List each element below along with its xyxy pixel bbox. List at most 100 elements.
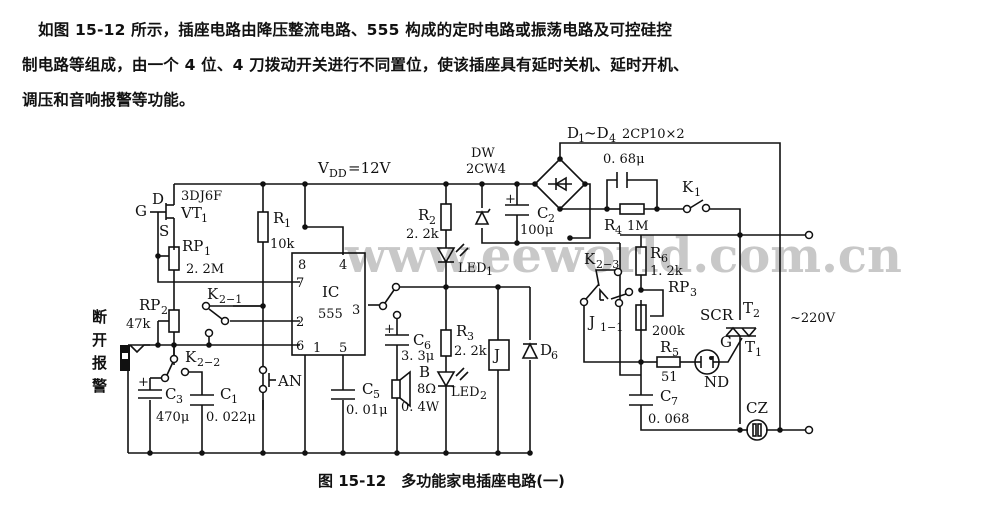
c7-capacitor: C 7 0. 068: [629, 387, 689, 427]
wires: [127, 142, 806, 454]
rp2-value: 47k: [126, 317, 151, 332]
r4-value: 1M: [627, 219, 649, 234]
ic-pin-1: 1: [313, 341, 321, 356]
c-068-capacitor: 0. 68μ: [603, 152, 645, 188]
rp2-name: RP: [139, 296, 160, 314]
r2-name: R: [418, 206, 430, 224]
ic-pin-3: 3: [352, 303, 360, 318]
ic-pin-5: 5: [339, 341, 347, 356]
k2-2-sub: 2−2: [197, 356, 220, 369]
r5-resistor: R 5 51: [656, 338, 681, 385]
bridge-sub2: 4: [609, 132, 616, 145]
bridge-rectifier: D 1 ~D 4 2CP10×2: [548, 124, 685, 192]
vt1-type: 3DJ6F: [181, 189, 222, 204]
k2-3-name: K: [584, 250, 596, 268]
r1-name: R: [273, 209, 285, 227]
c5-capacitor: C 5 0. 01μ: [331, 380, 388, 418]
k2-2-name: K: [185, 348, 197, 366]
c2-polarity: +: [505, 192, 516, 207]
k2-1-switch: K 2−1: [201, 285, 263, 345]
c7-sub: 7: [671, 395, 678, 408]
vt1-gate-label: G: [135, 202, 147, 220]
j1-1-name: J: [587, 313, 595, 331]
c3-capacitor: + C 3 470μ: [138, 375, 189, 425]
nd-label: ND: [704, 373, 729, 391]
alarm-label-2: 开: [92, 331, 107, 349]
ic-pin-6: 6: [296, 339, 304, 354]
dw-name: DW: [471, 146, 495, 161]
cz-label: CZ: [746, 399, 768, 417]
c5-sub: 5: [373, 388, 380, 401]
r6-name: R: [650, 244, 662, 262]
scr-t1-sub: 1: [755, 346, 762, 359]
rp3-sub: 3: [690, 286, 697, 299]
c1-name: C: [220, 385, 231, 403]
c3-polarity: +: [138, 375, 149, 390]
ic-555: 8 4 7 2 6 1 5 3 IC 555: [291, 252, 366, 356]
k2-1-sub: 2−1: [219, 293, 242, 306]
relay-j: J: [488, 339, 510, 371]
j1-1-contact: J 1−1: [587, 287, 634, 334]
scr-t1: T: [745, 338, 755, 356]
rp2-sub: 2: [161, 304, 168, 317]
c6-value: 3. 3μ: [401, 349, 434, 364]
d6-diode: D 6: [521, 341, 558, 362]
k1-sub: 1: [694, 186, 701, 199]
ic-pin-7: 7: [296, 276, 304, 291]
scr-gate: G: [720, 333, 732, 351]
vdd-value: =12V: [348, 159, 392, 177]
alarm-jack: [120, 344, 150, 371]
c7-name: C: [660, 387, 671, 405]
j1-1-sub: 1−1: [600, 321, 623, 334]
r2-resistor: R 2 2. 2k: [406, 203, 452, 242]
mains-label: ~220V: [790, 311, 836, 326]
ic-type: 555: [318, 307, 343, 322]
c1-value: 0. 022μ: [206, 410, 256, 425]
dw-type: 2CW4: [466, 162, 506, 177]
speaker-power: 0. 4W: [401, 400, 440, 415]
c2-capacitor: + C 2 100μ: [505, 192, 555, 238]
c2-value: 100μ: [520, 223, 553, 238]
c6-capacitor: + C 6 3. 3μ: [384, 322, 434, 364]
speaker-name: B: [419, 363, 430, 381]
k2-3-switch: K 2−3: [579, 250, 623, 307]
speaker-icon: B 8Ω 0. 4W: [391, 363, 440, 415]
led2-sub: 2: [480, 389, 487, 402]
c3-value: 470μ: [156, 410, 189, 425]
c6-name: C: [413, 331, 424, 349]
r6-sub: 6: [661, 252, 668, 265]
description-line-3: 调压和音响报警等功能。: [22, 91, 195, 109]
c3-name: C: [165, 385, 176, 403]
k1-switch: K 1: [682, 178, 711, 214]
k2-1-name: K: [207, 285, 219, 303]
ic-pin-8: 8: [298, 258, 306, 273]
bridge-type: 2CP10×2: [622, 127, 685, 142]
ic-pin-4: 4: [339, 258, 347, 273]
r2-sub: 2: [429, 214, 436, 227]
rp1-sub: 1: [204, 245, 211, 258]
scr-triac: SCR T 2 T 1 G: [700, 299, 762, 359]
rp3-value: 200k: [652, 324, 685, 339]
r1-sub: 1: [284, 217, 291, 230]
c3-sub: 3: [176, 393, 183, 406]
scr-t2: T: [743, 299, 753, 317]
r4-resistor: R 4 1M: [604, 203, 649, 237]
junctions: [147, 156, 783, 456]
vt1-source-label: S: [159, 222, 169, 240]
r6-value: 1. 2k: [650, 264, 683, 279]
relay-label: J: [492, 346, 500, 364]
dw-zener: DW 2CW4: [466, 146, 506, 225]
alarm-label-3: 报: [92, 354, 107, 372]
bridge-sub1: 1: [578, 132, 585, 145]
description-line-1: 如图 15-12 所示，插座电路由降压整流电路、555 构成的定时电路或振荡电路…: [38, 21, 673, 39]
c6-sub: 6: [424, 339, 431, 352]
c5-name: C: [362, 380, 373, 398]
d6-name: D: [540, 341, 552, 359]
r3-name: R: [456, 322, 468, 340]
rp1-name: RP: [182, 237, 203, 255]
vdd-sub: DD: [329, 167, 347, 180]
vt1-name: VT: [180, 204, 202, 222]
r3-resistor: R 3 2. 2k: [440, 322, 487, 359]
scr-t2-sub: 2: [753, 307, 760, 320]
